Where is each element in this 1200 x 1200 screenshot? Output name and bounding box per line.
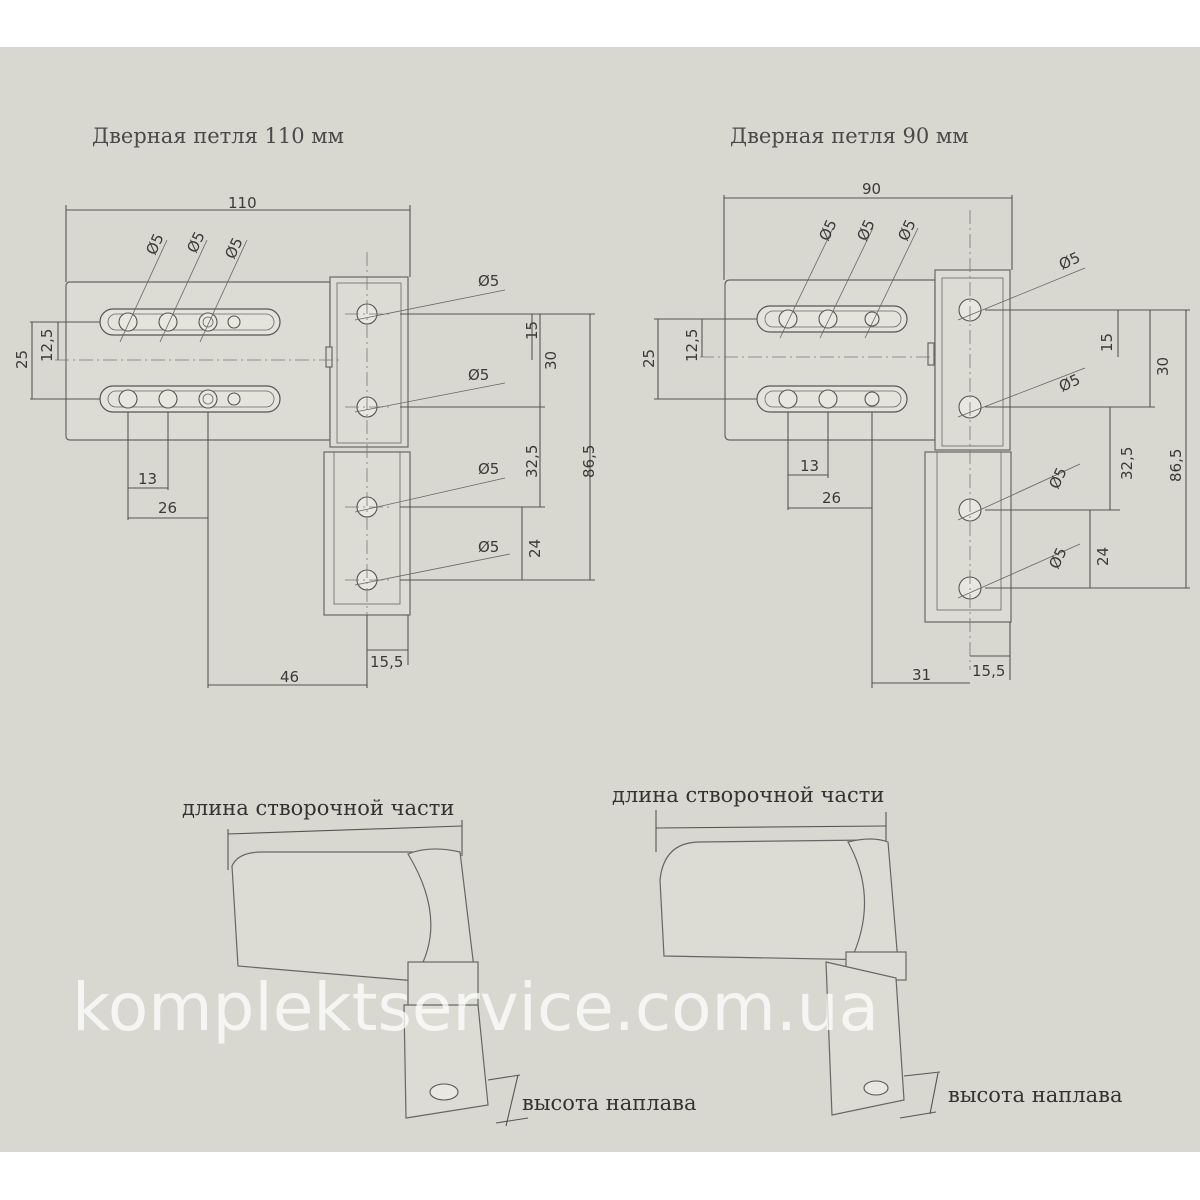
hole: [818, 309, 838, 329]
dim-13: 13: [800, 457, 819, 475]
label-sash-length: длина створочной части: [182, 796, 454, 820]
dim-d5: Ø5: [815, 217, 840, 244]
hole: [227, 315, 241, 329]
hole: [198, 389, 218, 409]
dim-32-5: 32,5: [1118, 447, 1136, 480]
dim-d5: Ø5: [853, 217, 878, 244]
hole: [158, 312, 178, 332]
dim-width-110: 110: [228, 194, 257, 212]
hole: [227, 392, 241, 406]
frame-plate: [65, 281, 331, 441]
slot-upper-inner: [107, 313, 275, 331]
hole: [778, 309, 798, 329]
hole-inner: [202, 393, 214, 405]
dim-25: 25: [13, 350, 31, 369]
hinge-110-perspective: длина створочной части высота наплава: [182, 796, 696, 1127]
knuckle-upper: [329, 276, 409, 448]
dim-d5: Ø5: [1045, 545, 1070, 572]
dim-15-5: 15,5: [370, 653, 403, 671]
dim-15: 15: [523, 321, 541, 340]
dim-32-5: 32,5: [523, 445, 541, 478]
knuckle-upper-inner: [336, 282, 402, 444]
dim-d5: Ø5: [1056, 248, 1083, 273]
hole: [118, 389, 138, 409]
hole: [198, 312, 218, 332]
dim-d5: Ø5: [142, 231, 167, 258]
dim-d5: Ø5: [894, 217, 919, 244]
dim-width-90: 90: [862, 180, 881, 198]
hinge-110-drawing: 110 Ø5 Ø5 Ø5 Ø5 Ø5 Ø5 Ø5 25 12,5 15 30: [13, 194, 598, 688]
dim-d5: Ø5: [1056, 370, 1083, 395]
sash-leaf: [659, 839, 887, 961]
knuckle-lower-inner: [936, 451, 1002, 611]
dim-d5: Ø5: [478, 538, 499, 556]
frame-part: [403, 1004, 489, 1119]
dim-d5: Ø5: [478, 460, 499, 478]
slot-lower-inner: [107, 390, 275, 408]
hole: [864, 391, 880, 407]
dim-13: 13: [138, 470, 157, 488]
knuckle-upper-inner: [941, 277, 1004, 447]
dim-d5: Ø5: [468, 366, 489, 384]
dim-24: 24: [1094, 547, 1112, 566]
hole: [818, 389, 838, 409]
knuckle-upper: [934, 269, 1011, 451]
hole: [778, 389, 798, 409]
dim-15-5: 15,5: [972, 662, 1005, 680]
hole: [158, 389, 178, 409]
dim-86-5: 86,5: [1167, 449, 1185, 482]
dim-d5: Ø5: [183, 229, 208, 256]
dim-26: 26: [158, 499, 177, 517]
dim-12-5: 12,5: [38, 329, 56, 362]
dim-12-5: 12,5: [683, 329, 701, 362]
dim-24: 24: [526, 539, 544, 558]
dim-d5: Ø5: [1045, 465, 1070, 492]
hole: [118, 312, 138, 332]
dim-86-5: 86,5: [580, 445, 598, 478]
dim-30: 30: [1154, 357, 1172, 376]
frame-plate: [724, 279, 936, 441]
screw-hole: [429, 1083, 459, 1101]
watermark: komplektservice.com.ua: [72, 969, 879, 1046]
frame-part: [825, 961, 905, 1116]
screw-hole: [863, 1080, 889, 1096]
title-hinge-110: Дверная петля 110 мм: [92, 124, 344, 148]
dim-30: 30: [542, 351, 560, 370]
label-overlap-height: высота наплава: [522, 1091, 696, 1115]
pin: [927, 342, 935, 366]
dim-d5: Ø5: [478, 272, 499, 290]
label-sash-length: длина створочной части: [612, 783, 884, 807]
dim-d5: Ø5: [221, 235, 246, 262]
dim-46: 46: [280, 668, 299, 686]
dim-15: 15: [1098, 333, 1116, 352]
dim-26: 26: [822, 489, 841, 507]
dim-25: 25: [640, 349, 658, 368]
hole-inner: [202, 316, 214, 328]
barrel: [407, 961, 479, 1009]
hinge-90-drawing: 90 Ø5 Ø5 Ø5 Ø5 Ø5 Ø5 Ø5 25 12,5 15 30: [640, 180, 1190, 688]
pin: [325, 346, 333, 368]
label-overlap-height: высота наплава: [948, 1083, 1122, 1107]
hinge-90-perspective: длина створочной части высота наплава: [612, 783, 1122, 1119]
title-hinge-90: Дверная петля 90 мм: [730, 124, 969, 148]
dim-31: 31: [912, 666, 931, 684]
